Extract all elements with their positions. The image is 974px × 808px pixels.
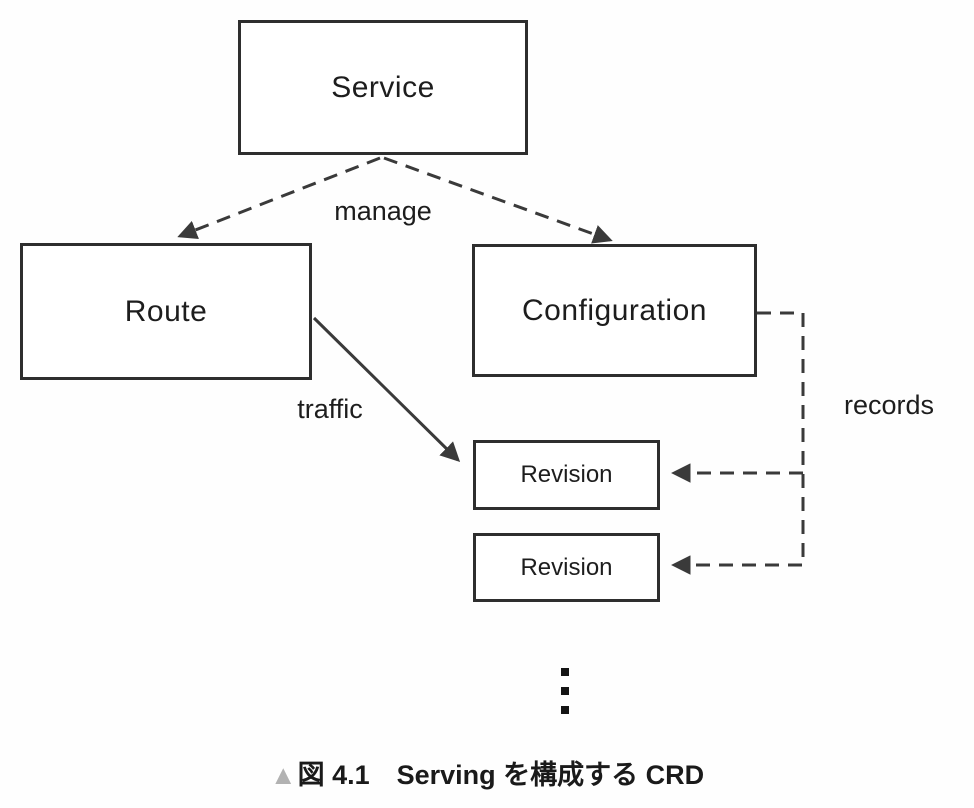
vertical-ellipsis-icon	[561, 668, 569, 714]
node-route-label: Route	[124, 294, 208, 328]
edge-label-manage: manage	[334, 196, 432, 226]
node-revision-2: Revision	[473, 533, 660, 602]
edge-label-traffic: traffic	[297, 394, 363, 424]
caption-text: 図 4.1 Serving を構成する CRD	[297, 760, 705, 790]
node-route: Route	[20, 243, 312, 380]
node-configuration-label: Configuration	[522, 293, 707, 327]
figure-caption: ▲図 4.1 Serving を構成する CRD	[0, 753, 974, 792]
ellipsis-dot	[561, 687, 569, 695]
edge-label-records: records	[843, 390, 935, 420]
node-service: Service	[238, 20, 528, 155]
node-configuration: Configuration	[472, 244, 757, 377]
node-revision-1: Revision	[473, 440, 660, 510]
node-service-label: Service	[331, 70, 435, 104]
caption-triangle-icon: ▲	[269, 760, 297, 790]
node-revision-1-label: Revision	[520, 461, 613, 488]
traffic-arrow-solid	[312, 316, 461, 463]
node-revision-2-label: Revision	[520, 553, 613, 581]
ellipsis-dot	[561, 706, 569, 714]
ellipsis-dot	[561, 668, 569, 676]
